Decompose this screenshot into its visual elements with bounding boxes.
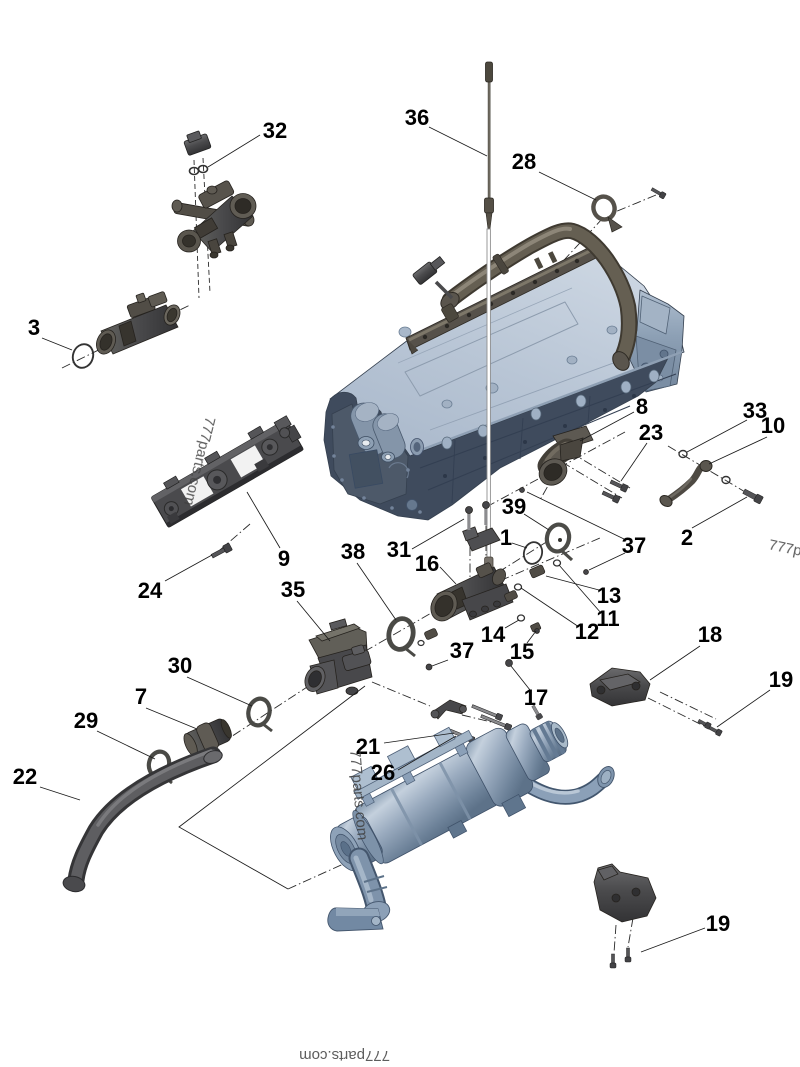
svg-text:777parts.com: 777parts.com (299, 1047, 390, 1064)
svg-text:18: 18 (698, 622, 722, 647)
svg-text:29: 29 (74, 708, 98, 733)
svg-text:14: 14 (481, 622, 506, 647)
svg-text:31: 31 (387, 537, 411, 562)
svg-text:17: 17 (524, 685, 548, 710)
svg-text:35: 35 (281, 577, 305, 602)
svg-text:19: 19 (769, 667, 793, 692)
svg-text:37: 37 (622, 533, 646, 558)
svg-text:15: 15 (510, 639, 534, 664)
svg-text:24: 24 (138, 578, 163, 603)
svg-text:28: 28 (512, 149, 536, 174)
svg-text:2: 2 (681, 525, 693, 550)
svg-text:12: 12 (575, 619, 599, 644)
svg-text:36: 36 (405, 105, 429, 130)
svg-text:3: 3 (28, 315, 40, 340)
svg-text:11: 11 (596, 606, 619, 631)
svg-text:10: 10 (761, 413, 785, 438)
svg-text:9: 9 (278, 546, 290, 571)
svg-text:33: 33 (743, 398, 767, 423)
svg-text:38: 38 (341, 539, 365, 564)
svg-text:7: 7 (135, 684, 147, 709)
svg-text:32: 32 (263, 118, 287, 143)
svg-text:19: 19 (706, 911, 730, 936)
svg-text:30: 30 (168, 653, 192, 678)
svg-text:22: 22 (13, 764, 37, 789)
svg-text:1: 1 (500, 525, 512, 550)
svg-text:26: 26 (371, 760, 395, 785)
svg-text:37: 37 (450, 638, 474, 663)
svg-text:23: 23 (639, 420, 663, 445)
svg-text:16: 16 (415, 551, 439, 576)
svg-text:8: 8 (636, 394, 648, 419)
svg-text:21: 21 (356, 734, 380, 759)
svg-text:13: 13 (597, 583, 621, 608)
svg-text:39: 39 (502, 494, 526, 519)
